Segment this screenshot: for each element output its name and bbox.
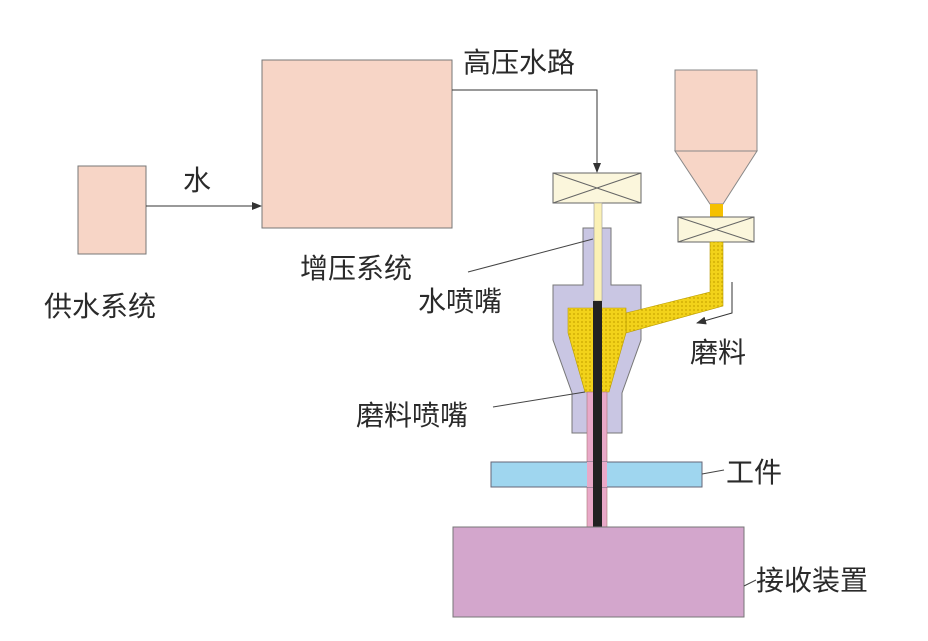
- label-booster-system: 增压系统: [300, 252, 412, 285]
- booster-box: [261, 59, 453, 229]
- receiver-leader: [743, 579, 757, 587]
- water-jet: [593, 301, 602, 527]
- abrasive-flow-arrow: [696, 282, 733, 325]
- water-supply-box: [77, 165, 147, 255]
- high-pressure-line: [452, 89, 601, 173]
- workpiece-leader: [701, 469, 725, 475]
- label-abrasive: 磨料: [690, 336, 746, 369]
- abrasive-nozzle-leader: [492, 391, 586, 408]
- label-water: 水: [183, 164, 211, 197]
- water-nozzle-leader: [467, 238, 594, 273]
- label-receiving-device: 接收装置: [756, 564, 868, 597]
- label-abrasive-nozzle: 磨料喷嘴: [356, 399, 468, 432]
- label-high-pressure-water-path: 高压水路: [463, 46, 575, 79]
- label-water-supply-system: 供水系统: [44, 290, 156, 323]
- abrasive-hopper: [674, 69, 758, 217]
- abrasive-valve: [677, 216, 755, 243]
- label-workpiece: 工件: [726, 456, 782, 489]
- label-water-nozzle: 水喷嘴: [418, 285, 502, 318]
- water-valve: [552, 172, 642, 204]
- water-tube: [593, 202, 603, 302]
- receiving-device: [452, 526, 745, 618]
